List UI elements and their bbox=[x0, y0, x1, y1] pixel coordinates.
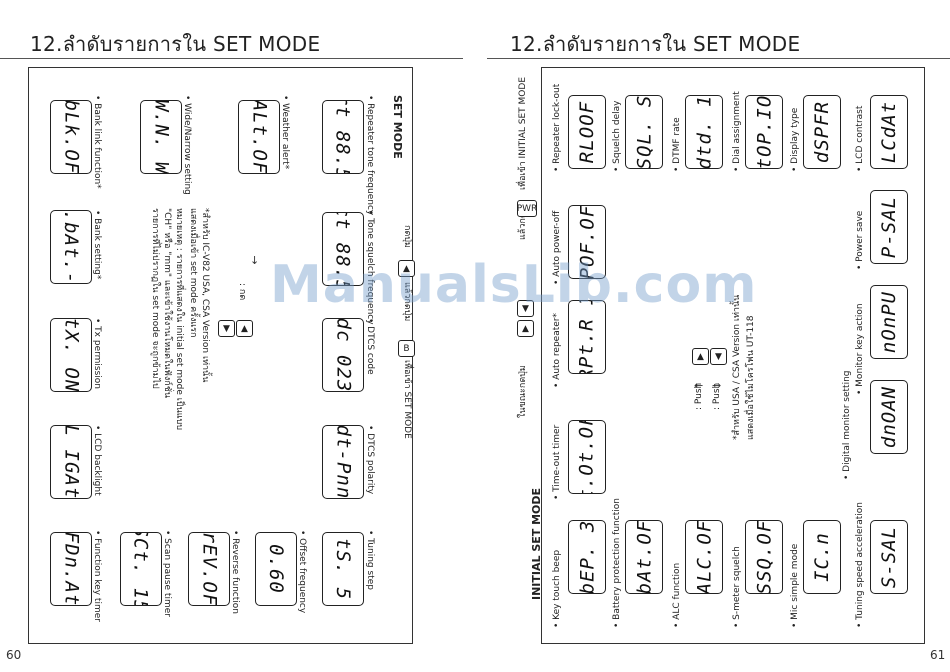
label-squelch-delay: • Squelch delay bbox=[612, 100, 622, 172]
right-arrow-push-icon-2: → bbox=[712, 379, 722, 392]
label-power-save: • Power save bbox=[855, 210, 865, 270]
lcd-wide-narrow: W.N. W bbox=[140, 100, 182, 174]
label-scan-pause: • Scan pause timer bbox=[162, 530, 172, 617]
lcd-squelch-delay: SQL. S bbox=[625, 95, 663, 169]
lcd-digital-monitor: dnOAN bbox=[870, 380, 908, 454]
lcd-tone-squelch: ct 88.5 bbox=[322, 212, 364, 286]
initial-instruction-3: เพื่อเข้า INITIAL SET MODE bbox=[518, 76, 528, 190]
lcd-dtcs-polarity: dt-Pnn bbox=[322, 425, 364, 499]
lcd-tx-permission: tX. ON bbox=[50, 318, 92, 392]
up-key-legend-right-icon: ▲ bbox=[692, 348, 709, 365]
lcd-bank-link: bLk.OF bbox=[50, 100, 92, 174]
left-note-4: "CH" หรือ "mm" และเข้าใช้งานโหมดในฟังก์ช… bbox=[162, 208, 172, 399]
label-auto-repeater: • Auto repeater* bbox=[552, 313, 562, 388]
label-mic-simple-mode: • Mic simple mode bbox=[790, 543, 800, 628]
label-battery-protection: • Battery protection function bbox=[612, 498, 622, 628]
up-key-icon: ▲ bbox=[398, 260, 415, 277]
initial-set-mode-title: INITIAL SET MODE bbox=[530, 487, 543, 600]
lcd-offset-frequency: 0.60 bbox=[255, 532, 297, 606]
lcd-reverse-function: rEV.OF bbox=[188, 532, 230, 606]
label-dial-assignment: • Dial assignment bbox=[732, 91, 742, 172]
right-legend-push-2: : Push bbox=[712, 382, 722, 410]
label-reverse-function: • Reverse function bbox=[230, 530, 240, 614]
lcd-power-save: P-SAL bbox=[870, 190, 908, 264]
initial-instruction-1: ในขณะกดปุ่ม bbox=[518, 365, 528, 418]
label-dtcs-polarity: • DTCS polarity bbox=[365, 425, 375, 495]
down-key-legend-right-icon: ▼ bbox=[710, 348, 727, 365]
lcd-function-key-timer: FDn.At bbox=[50, 532, 92, 606]
label-s-meter-squelch: • S-meter squelch bbox=[732, 546, 742, 628]
lcd-time-out-timer: t.Ot.OF bbox=[568, 420, 606, 494]
right-page-header: 12.ลำดับรายการใน SET MODE bbox=[510, 32, 801, 56]
lcd-repeater-lock-out: RLOOF bbox=[568, 95, 606, 169]
lcd-s-meter-squelch: SSQ.OF bbox=[745, 520, 783, 594]
set-key-icon: B bbox=[398, 340, 415, 357]
up-key-initial-icon: ▲ bbox=[517, 320, 534, 337]
lcd-bank-setting: b.bAt.-- bbox=[50, 210, 92, 284]
pwr-key-icon: PWR bbox=[517, 200, 537, 217]
set-mode-instruction-3: เพื่อเข้า SET MODE bbox=[402, 360, 412, 439]
label-repeater-lock-out: • Repeater lock-out bbox=[552, 83, 562, 172]
label-time-out-timer: • Time-out timer bbox=[552, 424, 562, 500]
label-function-key-timer: • Function key timer bbox=[92, 530, 102, 622]
lcd-tuning-step: tS. 5 bbox=[322, 532, 364, 606]
set-mode-title: SET MODE bbox=[391, 95, 404, 159]
left-note-3: หมายเหตุ : รายการที่แสดงใน initial set m… bbox=[174, 208, 184, 430]
set-mode-instruction-1: กดปุ่ม bbox=[402, 225, 412, 248]
label-weather-alert: • Weather alert* bbox=[280, 95, 290, 170]
lcd-display-type: dSPFR bbox=[803, 95, 841, 169]
lcd-weather-alert: ALt.OF bbox=[238, 100, 280, 174]
watermark: ManualsLib.com bbox=[270, 255, 758, 315]
lcd-alc-function: ALC.OF bbox=[685, 520, 723, 594]
down-arrow-icon: ↓ bbox=[250, 254, 260, 267]
lcd-tuning-speed: S-SAL bbox=[870, 520, 908, 594]
label-lcd-contrast: • LCD contrast bbox=[855, 105, 865, 172]
lcd-dtmf-rate: dtd. 1 bbox=[685, 95, 723, 169]
left-page-header: 12.ลำดับรายการใน SET MODE bbox=[30, 32, 321, 56]
label-tuning-speed: • Tuning speed acceleration bbox=[855, 502, 865, 628]
left-note-2: แสดงเมื่อเข้า set mode ครั้งแรก bbox=[188, 208, 198, 338]
down-key-legend-icon: ▼ bbox=[218, 320, 235, 337]
lcd-battery-protection: bAt.OF bbox=[625, 520, 663, 594]
label-alc-function: • ALC function bbox=[672, 562, 682, 628]
label-tx-permission: • Tx permission bbox=[92, 318, 102, 390]
label-key-touch-beep: • Key touch beep bbox=[552, 549, 562, 628]
left-note-1: *สำหรับ IC-V82 USA, CSA Version เท่านั้น bbox=[200, 208, 210, 383]
label-repeater-tone: • Repeater tone frequency bbox=[365, 95, 375, 216]
lcd-scan-pause: SCt. 15 bbox=[120, 532, 162, 606]
label-digital-monitor: • Digital monitor setting bbox=[842, 370, 852, 481]
lcd-monitor-key: nOnPU bbox=[870, 285, 908, 359]
up-key-legend-icon: ▲ bbox=[236, 320, 253, 337]
lcd-lcd-backlight: L IGAt bbox=[50, 425, 92, 499]
right-page-number: 61 bbox=[930, 648, 946, 662]
lcd-key-touch-beep: bEP. 3 bbox=[568, 520, 606, 594]
left-note-5: รายการที่ไม่ปรากฏใน set mode จะถูกข้ามไป bbox=[150, 208, 160, 389]
left-page-number: 60 bbox=[6, 648, 22, 662]
label-display-type: • Display type bbox=[790, 107, 800, 172]
right-note-1: *สำหรับ USA / CSA Version เท่านั้น bbox=[732, 294, 742, 440]
label-bank-link: • Bank link function* bbox=[92, 95, 102, 189]
label-dtmf-rate: • DTMF rate bbox=[672, 117, 682, 172]
down-key-initial-icon: ▼ bbox=[517, 300, 534, 317]
lcd-auto-power-off: POF.OF bbox=[568, 205, 606, 279]
lcd-dial-assignment: tOP.IO bbox=[745, 95, 783, 169]
right-arrow-push-icon: ← bbox=[694, 379, 704, 392]
right-header-rule bbox=[487, 58, 950, 59]
lcd-auto-repeater: RPt.R 1 bbox=[568, 300, 606, 374]
left-header-rule bbox=[0, 58, 463, 59]
right-legend-push-1: : Push bbox=[694, 382, 704, 410]
lcd-lcd-contrast: LCdAt bbox=[870, 95, 908, 169]
lcd-repeater-tone: rt 88.5 bbox=[322, 100, 364, 174]
label-tuning-step: • Tuning step bbox=[365, 530, 375, 590]
left-legend-push: : กด bbox=[237, 283, 247, 301]
right-note-2: แสดงเมื่อใช้ไมโครโฟน UT-118 bbox=[746, 315, 756, 440]
label-monitor-key: • Monitor key action bbox=[855, 303, 865, 395]
label-dtcs-code: • DTCS code bbox=[365, 318, 375, 375]
lcd-dtcs-code: dc 023 bbox=[322, 318, 364, 392]
label-lcd-backlight: • LCD backlight bbox=[92, 425, 102, 496]
lcd-mic-simple-mode: m IC.n 1 bbox=[803, 520, 841, 594]
label-bank-setting: • Bank setting* bbox=[92, 210, 102, 280]
label-offset-frequency: • Offset frequency bbox=[297, 530, 307, 614]
label-wide-narrow: • Wide/Narrow setting bbox=[182, 95, 192, 195]
